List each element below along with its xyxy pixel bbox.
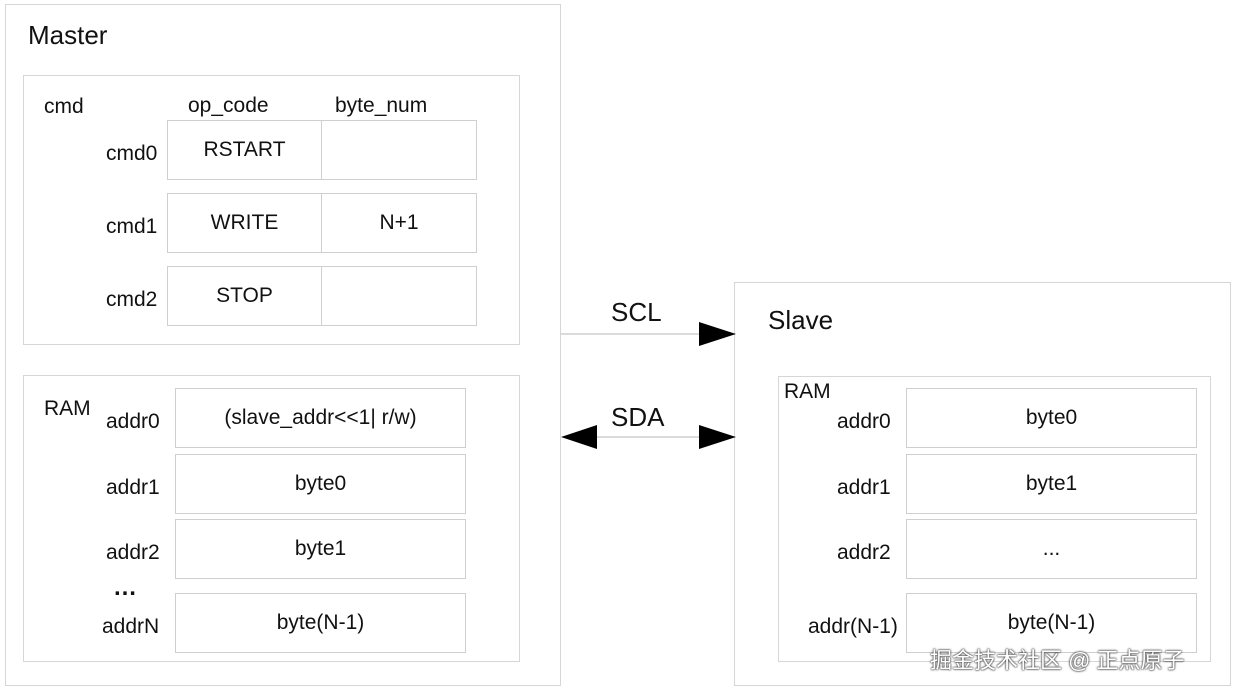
scl-label: SCL (611, 297, 662, 327)
cmd-row-name: cmd0 (106, 142, 158, 165)
slave-ram-addr: addr2 (837, 541, 891, 564)
master-ram-ellipsis: … (113, 574, 137, 601)
cmd-row-name: cmd1 (106, 215, 158, 238)
slave-ram-addr: addr0 (837, 410, 891, 433)
slave-title: Slave (768, 305, 834, 335)
master-ram-addr: addr1 (106, 476, 160, 499)
watermark: 掘金技术社区 @ 正点原子 (930, 648, 1185, 673)
master-ram-cell: byte0 (175, 454, 466, 514)
master-ram-label: RAM (44, 397, 91, 420)
master-title: Master (28, 20, 108, 50)
slave-ram-addr: addr(N-1) (808, 615, 898, 638)
master-ram-addr: addrN (102, 615, 160, 638)
cmd-opcode-cell: STOP (167, 266, 322, 326)
slave-ram-cell: byte1 (906, 454, 1197, 514)
cmd-bytenum-cell (321, 266, 477, 326)
sda-arrowhead-right (699, 425, 736, 449)
master-ram-cell: (slave_addr<<1| r/w) (175, 388, 466, 448)
cmd-label: cmd (44, 95, 84, 118)
cmd-bytenum-cell (321, 120, 477, 180)
master-ram-addr: addr0 (106, 410, 160, 433)
master-ram-cell: byte(N-1) (175, 593, 466, 653)
bytenum-column-header: byte_num (335, 94, 428, 117)
slave-ram-label: RAM (784, 380, 831, 403)
scl-arrowhead (699, 322, 736, 346)
slave-ram-addr: addr1 (837, 476, 891, 499)
sda-label: SDA (611, 402, 665, 432)
slave-ram-cell: ... (906, 519, 1197, 579)
master-ram-addr: addr2 (106, 541, 160, 564)
slave-ram-cell: byte0 (906, 388, 1197, 448)
sda-arrowhead-left (561, 425, 597, 449)
opcode-column-header: op_code (188, 94, 269, 117)
slave-ram-cell: byte(N-1) (906, 593, 1197, 653)
cmd-opcode-cell: WRITE (167, 193, 322, 253)
master-ram-cell: byte1 (175, 519, 466, 579)
cmd-row-name: cmd2 (106, 288, 158, 311)
cmd-bytenum-cell: N+1 (321, 193, 477, 253)
